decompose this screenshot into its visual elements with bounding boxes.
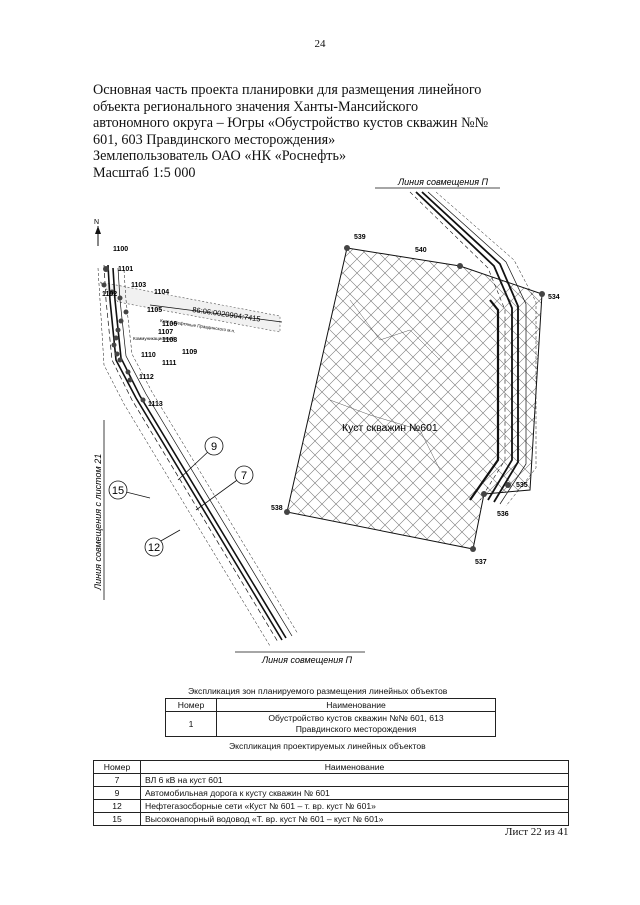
linear-objects-table: Номер Наименование 7 ВЛ 6 кВ на куст 601… — [93, 760, 569, 826]
point-label: 538 — [271, 505, 283, 512]
object-name: Высоконапорный водовод «Т. вр. куст № 60… — [140, 812, 569, 826]
table-row: 9 Автомобильная дорога к кусту скважин №… — [93, 786, 569, 800]
match-line-top-label: Линия совмещения П — [397, 177, 489, 187]
point-label: 537 — [475, 559, 487, 566]
north-label: N — [94, 219, 99, 226]
table-row: 12 Нефтегазосборные сети «Куст № 601 – т… — [93, 799, 569, 813]
cluster-label: Куст скважин №601 — [342, 422, 438, 434]
callout-number: 12 — [148, 542, 160, 554]
table-header-row: Номер Наименование — [165, 698, 496, 712]
object-number: 7 — [93, 773, 141, 787]
point-label: 1113 — [148, 401, 163, 408]
zone-name-line: Правдинского месторождения — [295, 724, 417, 734]
object-name: Автомобильная дорога к кусту скважин № 6… — [140, 786, 569, 800]
point-label: 1108 — [162, 337, 177, 344]
zone-name-line: Обустройство кустов скважин №№ 601, 613 — [268, 713, 444, 723]
well-cluster-area — [286, 247, 543, 550]
boundary-labels-right: 539 540 534 535 536 537 538 — [271, 234, 560, 566]
linear-corridor-right — [409, 191, 537, 507]
column-header: Номер — [93, 760, 141, 774]
point-label: 1103 — [131, 282, 146, 289]
callout-number: 15 — [112, 485, 124, 497]
point-label: 534 — [548, 294, 560, 301]
planning-zones-table: Номер Наименование 1 Обустройство кустов… — [165, 698, 496, 737]
point-label: 539 — [354, 234, 366, 241]
small-map-text: Коммуникационный — [133, 335, 175, 341]
title-line: 601, 603 Правдинского месторождения» — [93, 131, 336, 148]
cadastral-strip — [99, 281, 281, 333]
point-label: 1110 — [141, 352, 156, 359]
point-label: 536 — [497, 511, 509, 518]
object-number: 12 — [93, 799, 141, 813]
table-row: 15 Высоконапорный водовод «Т. вр. куст №… — [93, 812, 569, 826]
point-label: 540 — [415, 247, 427, 254]
column-header: Наименование — [216, 698, 496, 712]
table1-caption: Экспликация зон планируемого размещения … — [188, 686, 448, 696]
title-line: Основная часть проекта планировки для ра… — [93, 82, 482, 98]
column-header: Наименование — [140, 760, 569, 774]
point-label: 1101 — [118, 266, 133, 273]
boundary-points-left — [101, 266, 146, 403]
boundary-labels-left: 1100 1101 1102 1103 1104 1105 1106 1107 … — [102, 246, 197, 408]
point-label: 1106 — [162, 321, 177, 328]
zone-name: Обустройство кустов скважин №№ 601, 613 … — [216, 711, 496, 737]
object-callout-labels: 9 7 15 12 — [112, 441, 247, 554]
table2-caption: Экспликация проектируемых линейных объек… — [229, 741, 426, 751]
object-number: 9 — [93, 786, 141, 800]
callout-number: 9 — [211, 441, 217, 453]
scale-line: Масштаб 1:5 000 — [93, 164, 196, 181]
cadastral-line — [149, 304, 283, 323]
match-line-left-label: Линия совмещения с листом 21 — [93, 454, 103, 591]
title-line: объекта регионального значения Ханты-Ман… — [93, 98, 419, 115]
sheet-counter: Лист 22 из 41 — [505, 826, 569, 838]
point-label: 1102 — [102, 291, 117, 298]
point-label: 1112 — [139, 374, 154, 381]
point-label: 1105 — [147, 307, 162, 314]
callout-number: 7 — [241, 470, 247, 482]
cluster-internal-lines — [329, 299, 441, 471]
title-line: автономного округа – Югры «Обустройство … — [93, 115, 489, 132]
object-name: Нефтегазосборные сети «Куст № 601 – т. в… — [140, 799, 569, 813]
point-label: 1109 — [182, 349, 197, 356]
object-name: ВЛ 6 кВ на куст 601 — [140, 773, 569, 787]
page-number: 24 — [314, 38, 326, 50]
north-arrow-icon: N — [94, 219, 101, 246]
land-user-line: Землепользователь ОАО «НК «Роснефть» — [93, 148, 347, 165]
column-header: Номер — [165, 698, 217, 712]
object-number: 15 — [93, 812, 141, 826]
point-label: 535 — [516, 482, 528, 489]
point-label: 1107 — [158, 329, 173, 336]
document-title: Основная часть проекта планировки для ра… — [93, 82, 543, 182]
point-label: 1111 — [162, 360, 177, 367]
table-row: 1 Обустройство кустов скважин №№ 601, 61… — [165, 711, 496, 737]
object-callouts — [108, 436, 254, 557]
table-row: 7 ВЛ 6 кВ на куст 601 — [93, 773, 569, 787]
point-label: 1104 — [154, 289, 169, 296]
boundary-points-right — [284, 245, 545, 552]
zone-number: 1 — [165, 711, 217, 737]
point-label: 1100 — [113, 246, 128, 253]
table-header-row: Номер Наименование — [93, 760, 569, 774]
match-line-bottom-label: Линия совмещения П — [261, 655, 353, 665]
